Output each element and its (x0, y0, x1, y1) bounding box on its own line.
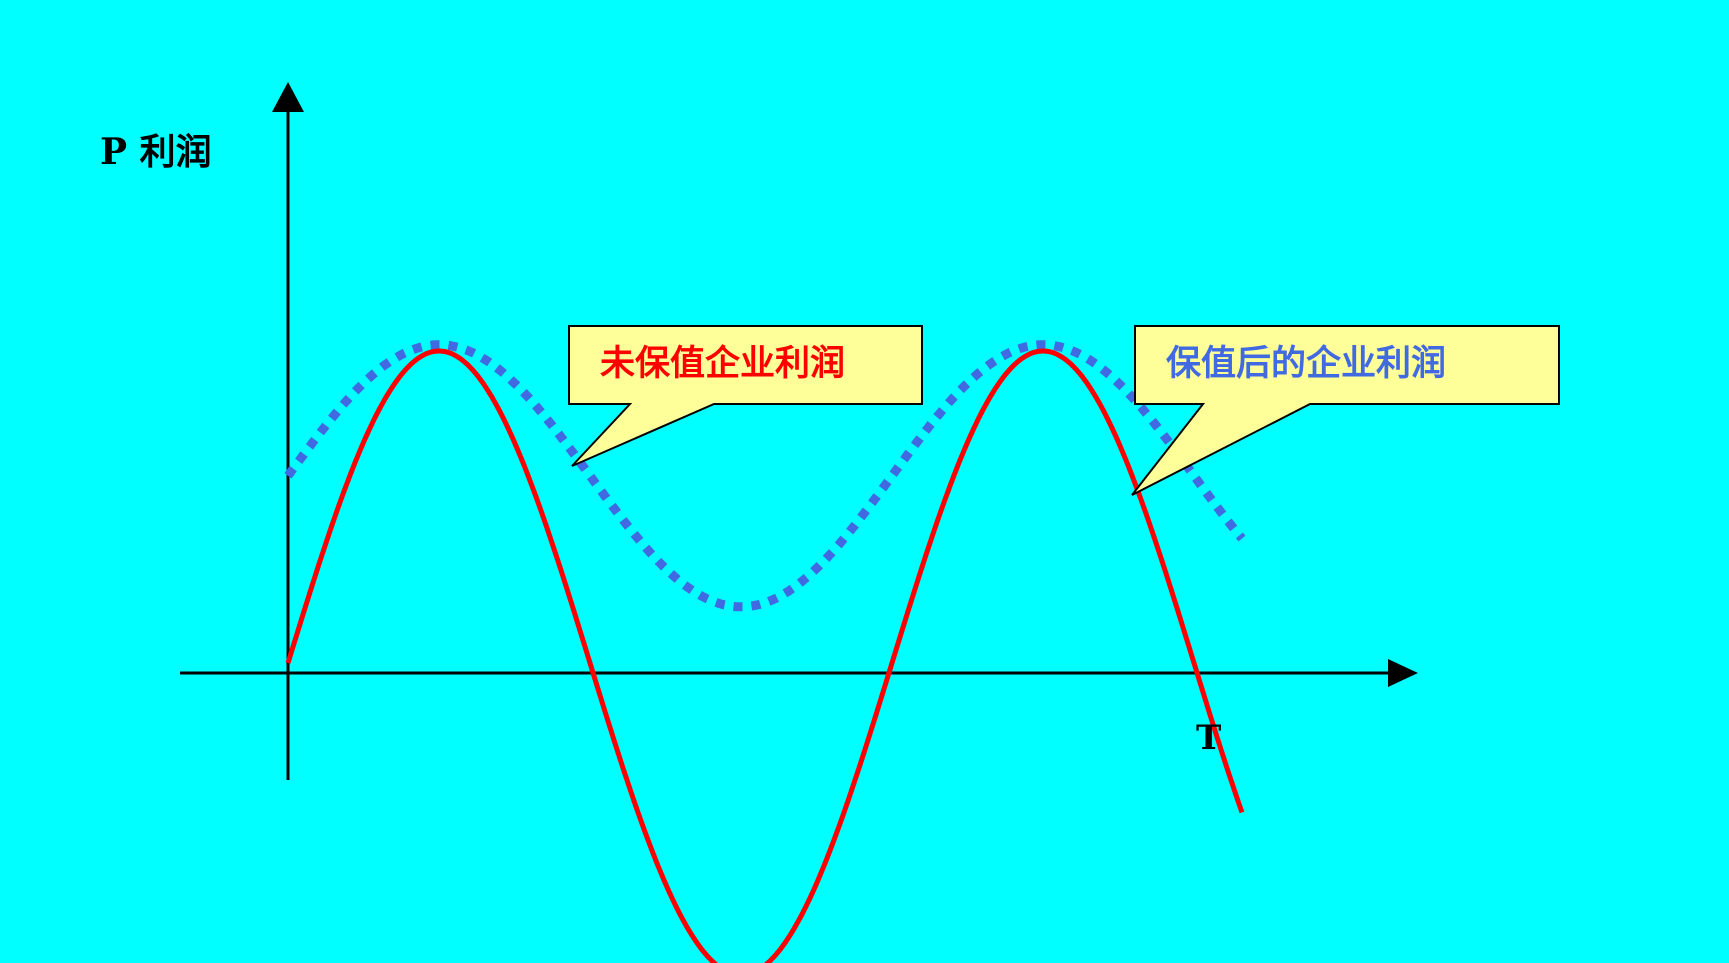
x-axis-label: T (1196, 718, 1222, 758)
callout-unhedged-profit (568, 325, 923, 467)
y-axis-label: P 利润 (100, 131, 212, 173)
x-axis-arrow (1388, 659, 1418, 687)
y-axis-arrow (272, 82, 304, 112)
callout-unhedged-label: 未保值企业利润 (600, 344, 846, 384)
callout-hedged-profit (1131, 325, 1560, 496)
callout-hedged-label: 保值后的企业利润 (1166, 344, 1447, 384)
series-unhedged-profit-line (285, 348, 1245, 963)
